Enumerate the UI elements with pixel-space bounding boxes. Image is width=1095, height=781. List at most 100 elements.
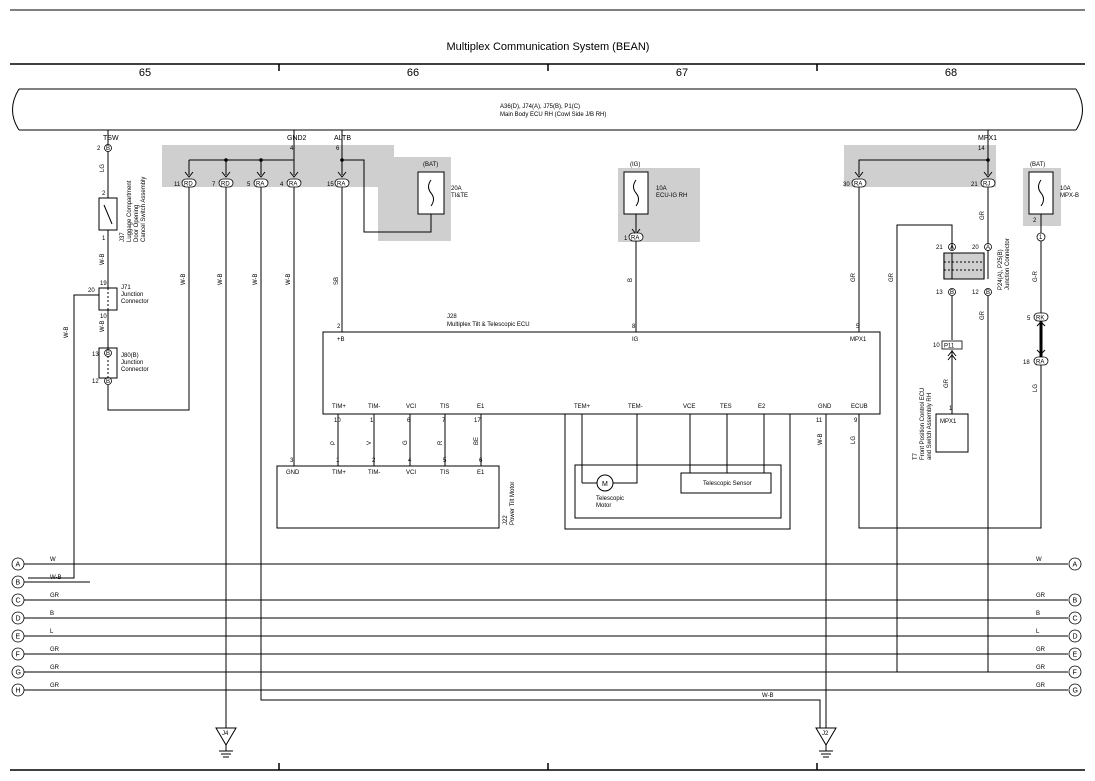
wire-color: LG [100, 164, 106, 172]
pin-number: 15 [327, 182, 334, 188]
pin-name: GND [286, 470, 300, 476]
pin-number: 1 [102, 236, 106, 242]
wire-color: GR [980, 310, 986, 320]
bus-wire-color: W-B [50, 575, 62, 581]
bus-terminal-label: E [16, 634, 21, 641]
bus-wire-color: W [1036, 557, 1042, 563]
connector-c15: 15 RA [327, 171, 350, 188]
bus-terminal-right [1068, 647, 1082, 661]
pin-number: 17 [474, 418, 481, 424]
connector-id: B [106, 146, 110, 152]
pin-number: 18 [1023, 360, 1030, 366]
wire-color: W-B [286, 273, 292, 285]
pin-number: 10 [933, 343, 940, 349]
connector-id: B [106, 379, 110, 385]
pin-number: 11 [816, 418, 823, 424]
pin-name: TIS [440, 470, 449, 476]
bus-wire-color: GR [50, 593, 60, 599]
pin-number: 1 [949, 406, 953, 412]
pin-number: 19 [100, 281, 107, 287]
bus-terminal-right [1068, 557, 1082, 571]
pin-name: ECUB [851, 404, 868, 410]
wire-color: R [438, 440, 444, 445]
bus-wire-color: GR [50, 665, 60, 671]
pin-number: 21 [971, 182, 978, 188]
connector-c4: 4 RA [280, 171, 302, 188]
wire-color: W-B [64, 326, 70, 338]
pin-number: 5 [856, 324, 860, 330]
pin-number: 13 [936, 290, 943, 296]
wire-color: BE [474, 437, 480, 445]
pin-number: 11 [174, 182, 181, 188]
pin-number: 1 [1039, 235, 1043, 241]
pin-number: 21 [936, 245, 943, 251]
bus-terminal-label: G [16, 670, 21, 677]
connector-c7: 7 RD [212, 171, 234, 188]
wire-color: LG [1033, 384, 1039, 392]
bus-terminal-label: A [1073, 562, 1078, 569]
fuse-name: ECU-IG RH [656, 193, 687, 199]
bus-terminal-label: F [1073, 670, 1077, 677]
connector-id: RA [337, 182, 345, 188]
connector-id: RA [1036, 360, 1044, 366]
fuse-name: MPX-B [1060, 193, 1079, 199]
fuse-tilt: (BAT) 20A TI&TE [417, 162, 468, 215]
ecu-pin-tsw: TSW [103, 135, 119, 142]
p24-junction-connector: 21 A 20 A 13 B 12 B P24(A), P25(B) Junct… [936, 238, 1011, 296]
fuse-ecuig: (IG) 10A ECU-IG RH [623, 162, 687, 215]
pin-name: +B [337, 337, 345, 343]
bus-wire-color: L [50, 629, 54, 635]
bus-wire-color: GR [50, 647, 60, 653]
pin-name: E1 [477, 404, 485, 410]
wire-color: W-B [253, 273, 259, 285]
pin-name: TIM+ [332, 470, 346, 476]
component-id: J71 [121, 285, 131, 291]
bus-terminal-label: H [16, 688, 21, 695]
pin-name: MPX1 [940, 419, 957, 425]
ecu-pin-altb: ALTB [334, 135, 351, 142]
connector-ra18: 18 RA [1023, 356, 1049, 366]
shaded-area-p24 [943, 253, 985, 279]
j71-junction-connector: 19 20 10 J71 Junction Connector [88, 281, 149, 320]
j28-tilt-telescopic-ecu: J28 Multiplex Tilt & Telescopic ECU 2 +B… [322, 314, 881, 424]
wire-color: B [628, 278, 634, 282]
pin-name: VCE [683, 404, 695, 410]
bus-terminal-label: D [1073, 634, 1078, 641]
pin-name: IG [632, 337, 639, 343]
wire-color: W-B [818, 433, 824, 445]
pin-number: 1 [336, 458, 340, 464]
pin-number: 6 [407, 418, 411, 424]
component-name: Cancel Switch Assembly [141, 177, 147, 242]
pin-number: 7 [212, 182, 216, 188]
pin-number: 20 [88, 288, 95, 294]
column-number: 68 [945, 67, 957, 79]
component-name: Connector [121, 299, 149, 305]
wire-color: G [403, 440, 409, 445]
fuse-name: TI&TE [451, 193, 468, 199]
wire-color: SB [334, 277, 340, 285]
wire-color: GR [851, 272, 857, 282]
column-number: 65 [139, 67, 151, 79]
pin-number: 8 [632, 324, 636, 330]
pin-name: TEM+ [574, 404, 591, 410]
pin-number: 5 [247, 182, 251, 188]
component-name: Motor [596, 503, 611, 509]
bus-terminal-label: C [16, 598, 21, 605]
bus-wire-color: W [50, 557, 56, 563]
connector-id: B [950, 290, 954, 296]
pin-number: 12 [92, 379, 99, 385]
wire-color: V [367, 441, 373, 445]
connector-rk: 5 RK [1027, 312, 1049, 357]
pin-number: 9 [854, 418, 858, 424]
pin-name: MPX1 [850, 337, 867, 343]
pin-number: 3 [290, 458, 294, 464]
component-name: Junction [121, 292, 143, 298]
pin-name: TIM- [368, 470, 380, 476]
pin-number: 2 [337, 324, 341, 330]
j37-switch: 2 1 J37 Luggage Compartment Door Opening… [98, 177, 147, 242]
pin-name: GND [818, 404, 832, 410]
bus-terminal-right [1068, 593, 1082, 607]
connector-id: B [986, 290, 990, 296]
